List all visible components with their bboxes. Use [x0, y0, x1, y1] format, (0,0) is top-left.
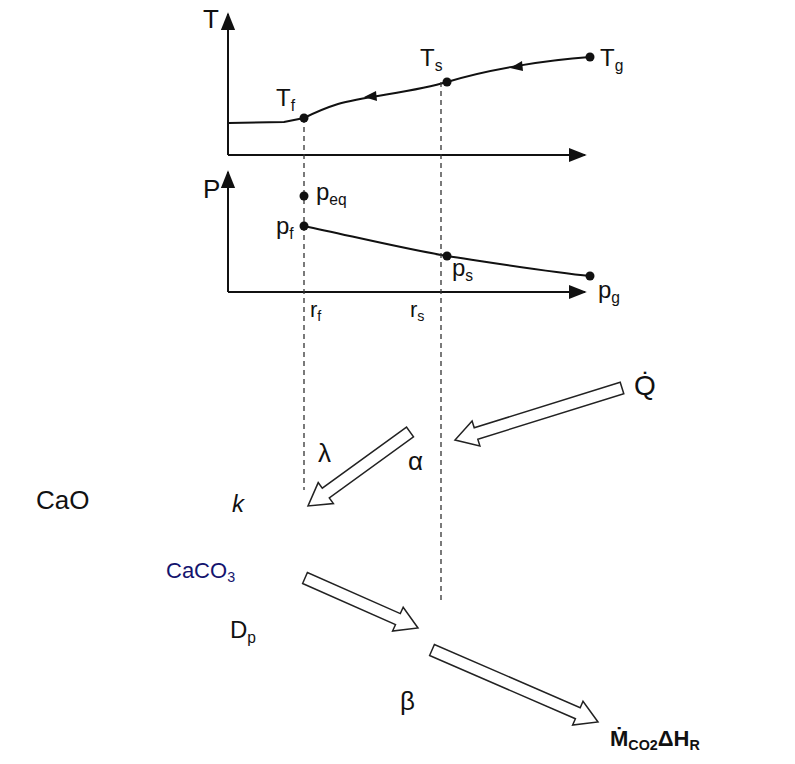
radius-line: [303, 118, 304, 490]
ellipse-outline: [10, 327, 550, 763]
text-run: p: [452, 254, 465, 281]
coefficient-label: β: [400, 688, 415, 714]
point-label: Ts: [420, 46, 442, 70]
text-holder: k: [232, 492, 244, 516]
r-axis: [228, 291, 585, 293]
text-holder: CaCO3: [166, 560, 235, 582]
subscript: f: [289, 225, 293, 242]
radius-line: [440, 82, 441, 600]
diffusion-arrow: [303, 573, 418, 632]
text-holder: β: [400, 688, 415, 714]
radius-label: rs: [410, 299, 424, 321]
text-holder: Q̇: [634, 372, 656, 400]
text-holder: Tf: [276, 86, 295, 110]
text-run: p: [316, 178, 329, 205]
subscript: g: [611, 289, 620, 306]
subscript: s: [435, 57, 443, 74]
point-label: Tg: [600, 46, 623, 70]
text-run: T: [600, 44, 615, 71]
text-run: Ṁ: [610, 726, 628, 751]
text-holder: peq: [316, 180, 347, 204]
p-axis: [227, 172, 229, 292]
coefficient-label: λ: [318, 440, 331, 466]
text-holder: ps: [452, 256, 473, 280]
text-run: CaCO: [166, 558, 227, 583]
curve-arrowhead: [510, 61, 523, 71]
text-holder: λ: [318, 440, 331, 466]
subscript: f: [291, 97, 295, 114]
text-holder: Tg: [600, 46, 623, 70]
text-holder: T: [203, 6, 219, 32]
heat-conduction-arrow: [308, 427, 414, 506]
text-run: r: [310, 297, 317, 322]
ellipse-outline: [120, 425, 310, 615]
text-holder: CaO: [36, 487, 89, 513]
subscript: g: [615, 57, 624, 74]
r-axis: [228, 154, 585, 156]
coefficient-label: Dp: [230, 618, 256, 642]
subscript: CO2: [628, 737, 657, 753]
text-holder: rs: [410, 299, 424, 321]
radius-label: rf: [310, 299, 321, 321]
text-holder: pf: [276, 214, 294, 238]
ellipse-shape: [121, 426, 309, 614]
text-run: r: [410, 297, 417, 322]
subscript: eq: [329, 191, 346, 208]
text-run: T: [420, 44, 435, 71]
leader-line: [201, 530, 218, 556]
text-holder: P: [203, 176, 220, 202]
pressure-curve: [304, 226, 590, 276]
text-run: T: [276, 84, 291, 111]
material-label: CaCO3: [166, 560, 235, 582]
subscript: R: [689, 737, 699, 753]
text-holder: α: [408, 448, 423, 474]
ellipse-shape: [11, 328, 549, 762]
text-holder: rf: [310, 299, 321, 321]
axis-label: P: [203, 176, 220, 202]
center-dot: [212, 524, 224, 536]
text-run: D: [230, 616, 247, 643]
point-label: peq: [316, 180, 347, 204]
subscript: 3: [227, 569, 235, 585]
text-holder: pg: [598, 278, 620, 302]
heat-flow-label: Q̇: [634, 372, 656, 400]
particle-core: CaCO3: [120, 425, 310, 615]
axis-label: T: [203, 6, 219, 32]
curve-arrowhead: [364, 91, 377, 101]
subscript: s: [417, 308, 424, 324]
profile-points: [300, 53, 595, 281]
heat-flow-arrow: [455, 382, 624, 446]
coefficient-label: α: [408, 448, 423, 474]
point-label: ps: [452, 256, 473, 280]
mass-transfer-arrow: [430, 645, 598, 726]
text-run: ΔH: [658, 726, 690, 751]
particle-shell: CaO CaCO3: [10, 327, 550, 763]
subscript: s: [465, 267, 473, 284]
text-run: p: [276, 212, 289, 239]
material-label: CaO: [36, 487, 89, 513]
coefficient-label: k: [232, 492, 244, 516]
point-label: Tf: [276, 86, 295, 110]
text-holder: Dp: [230, 618, 256, 642]
text-holder: Ts: [420, 46, 442, 70]
text-holder: ṀCO2ΔHR: [610, 728, 700, 750]
enthalpy-flow-label: ṀCO2ΔHR: [610, 728, 700, 750]
subscript: f: [317, 308, 321, 324]
point-label: pf: [276, 214, 294, 238]
t-axis: [227, 14, 229, 155]
text-run: p: [598, 276, 611, 303]
temperature-curve: [229, 57, 590, 123]
subscript: p: [247, 629, 256, 646]
point-label: pg: [598, 278, 620, 302]
